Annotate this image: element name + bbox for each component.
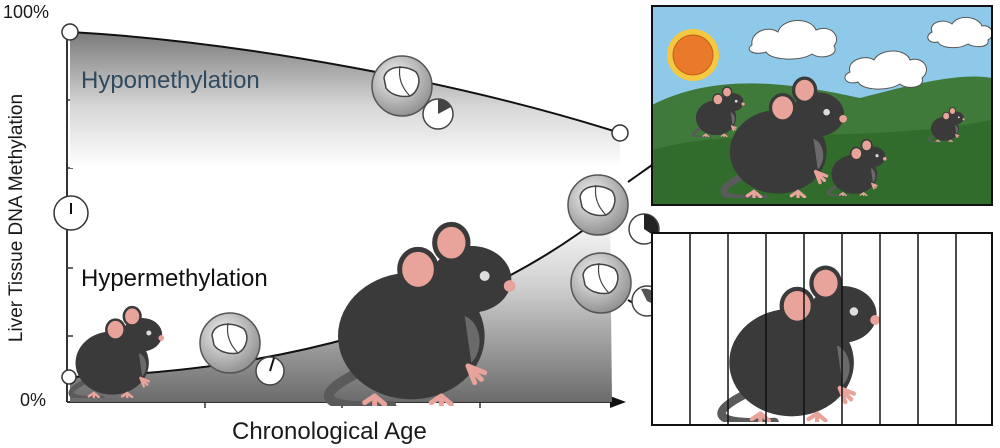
hypomethylation-band [70,32,620,168]
clock-icon [53,195,89,231]
hypomethylation-label: Hypomethylation [81,67,260,94]
cloud-icon [748,17,993,90]
cage-icon [689,233,957,425]
hypo-end-dot [611,124,629,142]
hyper-start-dot [61,369,77,385]
y-axis-title: Liver Tissue DNA Methylation [6,93,27,343]
liver-clock-icon [199,312,285,386]
liver-clock-icon [570,252,663,317]
x-axis-title: Chronological Age [232,418,427,445]
sun-icon [667,29,719,81]
connector-line [627,164,653,183]
y-axis-bottom-label: 0% [20,390,47,410]
hypomethylation-curve [69,31,621,134]
liver-clock-icon [371,55,454,130]
y-axis-top-label: 100% [3,2,50,22]
cage-panel [651,232,993,426]
hypermethylation-label: Hypermethylation [81,265,268,292]
wild-environment-panel [651,5,993,206]
hypo-start-dot [61,23,79,41]
